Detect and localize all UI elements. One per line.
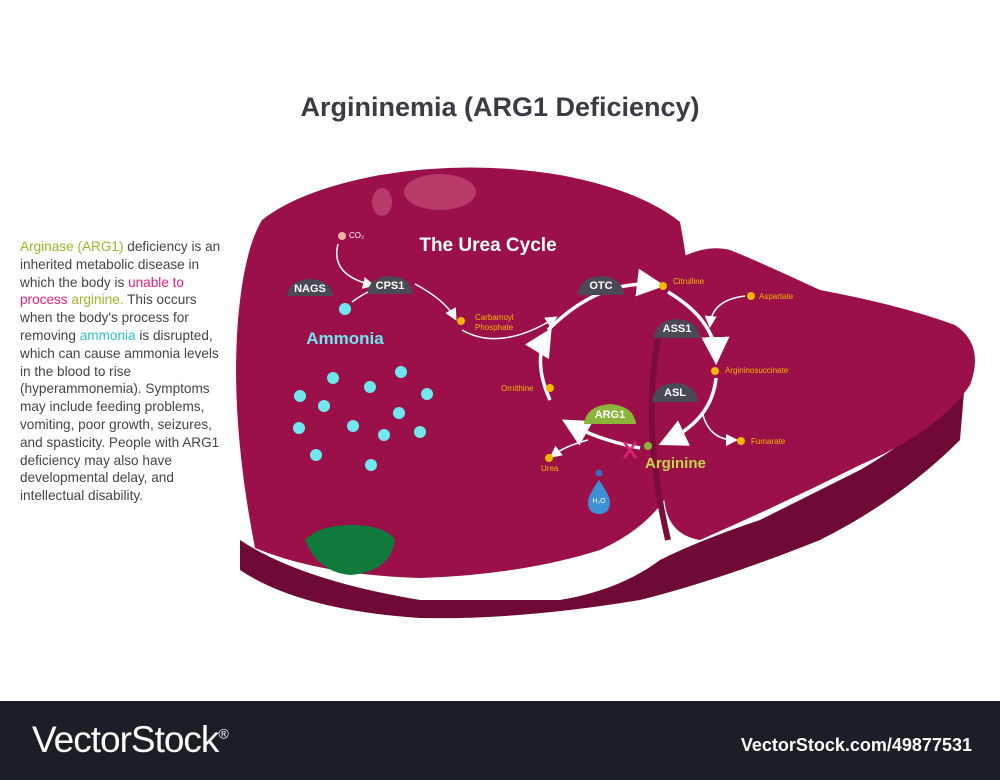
footer-bar: VectorStock® VectorStock.com/49877531 [0,701,1000,780]
ammonia-dot [318,400,330,412]
ass1-enzyme [654,319,700,338]
fumarate-arrow [702,414,738,446]
carbamoyl-label-1: Carbamoyl [475,313,514,322]
liver-main-lobe [236,167,692,578]
asl-enzyme [652,383,698,402]
ammonia-dot [293,422,305,434]
liver-right-lobe [656,248,975,540]
fumarate-label: Fumarate [751,437,786,446]
ammonia-dot [378,429,390,441]
ammonia-dot [421,388,433,400]
page-title: Argininemia (ARG1 Deficiency) [300,92,700,122]
urea-dot [545,454,553,462]
cps1-enzyme [367,276,413,294]
argininosuccinate-dot [711,367,719,375]
ammonia-dot-main [339,303,351,315]
water-label: H₂O [592,498,606,505]
arg1-label: ARG1 [595,409,626,421]
aspartate-arrow [704,295,746,328]
cps1-arrow [414,283,457,321]
ornithine-label: Ornithine [501,384,534,393]
ammonia-cluster [293,366,433,471]
carbamoyl-label-2: Phosphate [475,323,514,332]
cps1-label: CPS1 [376,280,405,292]
liver-highlight-1 [404,174,476,210]
liver-diagram: The Urea Cycle CO₂ NAGS CPS1 Ammonia Car… [236,167,975,619]
ornithine-dot [546,384,554,392]
co2-dot [338,232,346,240]
desc-unable: unable to process [20,274,184,308]
description-text: Arginase (ARG1) deficiency is an inherit… [20,238,230,505]
nags-label: NAGS [294,283,326,295]
blocked-x-icon [623,441,637,459]
ammonia-dot [294,390,306,402]
liver-shadow [240,380,965,619]
arginine-dot [644,442,652,450]
cycle-arc-right [667,290,730,365]
ammonia-dot [347,420,359,432]
desc-arginine: arginine. [71,292,124,308]
cycle-arc-left [525,328,552,401]
ammonia-dot [393,407,405,419]
ammonia-dot [327,372,339,384]
ammonia-label: Ammonia [306,329,384,348]
liver-highlight-2 [372,188,392,216]
water-drop-icon [588,480,610,514]
urea-arrow [549,439,589,458]
arg1-enzyme [584,404,636,424]
fumarate-dot [737,437,745,445]
water-dot [595,469,603,477]
desc-ammonia: ammonia [79,327,136,343]
vectorstock-logo: VectorStock® [32,719,229,761]
citrulline-dot [659,282,667,290]
ass1-label: ASS1 [663,323,692,335]
asl-label: ASL [664,387,686,399]
carbamoyl-dot [457,317,465,325]
image-reference: VectorStock.com/49877531 [740,735,972,755]
urea-label: Urea [541,464,559,473]
brand-reg: ® [218,725,228,742]
carbamoyl-arrow [461,316,558,340]
ammonia-dot [310,449,322,461]
nags-enzyme [287,279,333,296]
argininosuccinate-label: Argininosuccinate [725,366,789,375]
aspartate-label: Aspartate [759,292,794,301]
ammonia-dot [365,459,377,471]
desc-part-8: is disrupted, which can cause ammonia le… [20,327,220,504]
urea-cycle-title: The Urea Cycle [419,235,556,256]
ammonia-arrow [351,291,369,303]
co2-arrow [336,243,375,289]
co2-label: CO₂ [349,231,364,240]
gallbladder [305,525,395,575]
ammonia-dot [395,366,407,378]
liver-fold [648,329,671,541]
otc-enzyme [578,276,624,295]
brand-text: VectorStock [32,719,219,760]
desc-part-6: This occurs when the body's process for … [20,292,197,343]
cycle-arc-lower [658,377,718,446]
citrulline-label: Citrulline [673,277,705,286]
aspartate-dot [747,292,755,300]
ammonia-dot [364,381,376,393]
ammonia-dot [414,426,426,438]
arginine-label: Arginine [645,455,706,472]
desc-arginase: Arginase (ARG1) [20,239,124,254]
otc-label: OTC [589,280,612,292]
desc-part-2: deficiency is an inherited metabolic dis… [20,239,221,290]
